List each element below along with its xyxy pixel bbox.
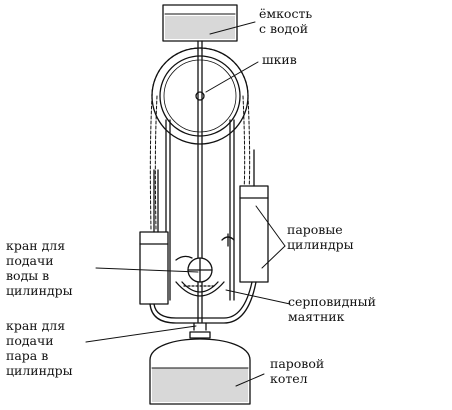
label-water-valve: кран для подачи воды в цилиндры — [6, 238, 73, 298]
water-tank — [162, 4, 238, 51]
chain-left — [149, 95, 158, 231]
water-valve-tap — [175, 233, 235, 261]
leader-lines — [85, 21, 291, 387]
right-steam-cylinder — [239, 149, 269, 283]
label-pendulum: серповидный маятник — [288, 294, 376, 324]
label-pulley: шкив — [262, 52, 297, 67]
crescent-pendulum — [175, 281, 225, 297]
chain-right — [242, 95, 251, 191]
label-steam-boiler: паровой котел — [270, 356, 325, 386]
label-water-tank: ёмкость с водой — [259, 6, 313, 36]
central-junction — [187, 257, 213, 283]
left-steam-cylinder — [139, 169, 169, 305]
chain-top — [151, 47, 249, 97]
steam-boiler — [149, 331, 251, 405]
label-steam-cylinders: паровые цилиндры — [287, 222, 354, 252]
label-steam-valve: кран для подачи пара в цилиндры — [6, 318, 73, 378]
